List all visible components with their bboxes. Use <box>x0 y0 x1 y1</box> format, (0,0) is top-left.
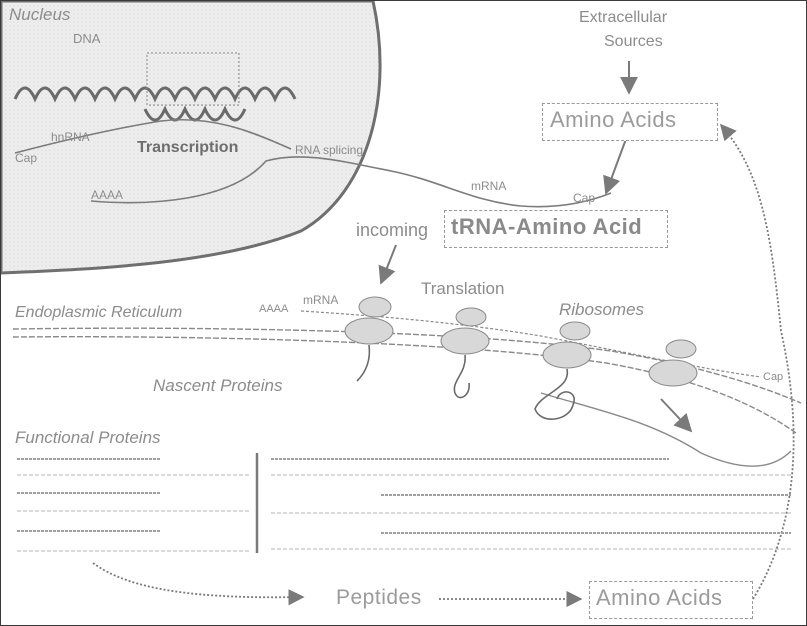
ribosome-1 <box>345 297 393 344</box>
nascent-chain-1 <box>357 345 369 381</box>
er-cap-label: Cap <box>763 371 783 383</box>
arrow-folding <box>661 399 691 431</box>
dna-label: DNA <box>73 31 100 46</box>
extracellular-line1: Extracellular <box>579 9 667 27</box>
functional-proteins-table <box>17 453 791 553</box>
peptides-label: Peptides <box>336 586 422 610</box>
nucleus-title: Nucleus <box>9 5 70 25</box>
ribosome-4 <box>649 340 697 386</box>
arrow-to-peptides <box>93 563 303 597</box>
translation-label: Translation <box>421 279 504 299</box>
hnrna-label: hnRNA <box>51 130 90 144</box>
ribosomes-label: Ribosomes <box>559 300 644 320</box>
rna-splicing-label: RNA splicing <box>295 143 363 157</box>
ribosome-3 <box>543 322 591 368</box>
amino-acids-top-label: Amino Acids <box>550 107 677 133</box>
cytoplasm-cap-label: Cap <box>573 191 595 205</box>
er-polya-label: AAAA <box>259 303 288 315</box>
er-mrna-label: mRNA <box>303 293 338 307</box>
er-title: Endoplasmic Reticulum <box>15 304 182 322</box>
trna-amino-acid-label: tRNA-Amino Acid <box>451 214 642 240</box>
incoming-label: incoming <box>356 220 428 241</box>
nucleus-polya-label: AAAA <box>91 188 123 202</box>
amino-acids-bottom-label: Amino Acids <box>596 585 723 611</box>
cytoplasm-mrna-label: mRNA <box>471 179 506 193</box>
functional-proteins-label: Functional Proteins <box>15 428 161 448</box>
nascent-chain-3 <box>535 369 574 419</box>
arrow-to-er <box>381 245 396 283</box>
arrow-recycle <box>721 125 794 599</box>
nucleus-cap-label: Cap <box>15 151 37 165</box>
nascent-proteins-label: Nascent Proteins <box>153 376 282 396</box>
transcription-label: Transcription <box>137 139 238 157</box>
arrow-to-trna <box>606 139 626 193</box>
ribosome-2 <box>441 308 489 354</box>
extracellular-line2: Sources <box>604 33 663 51</box>
nascent-chain-2 <box>454 355 469 398</box>
